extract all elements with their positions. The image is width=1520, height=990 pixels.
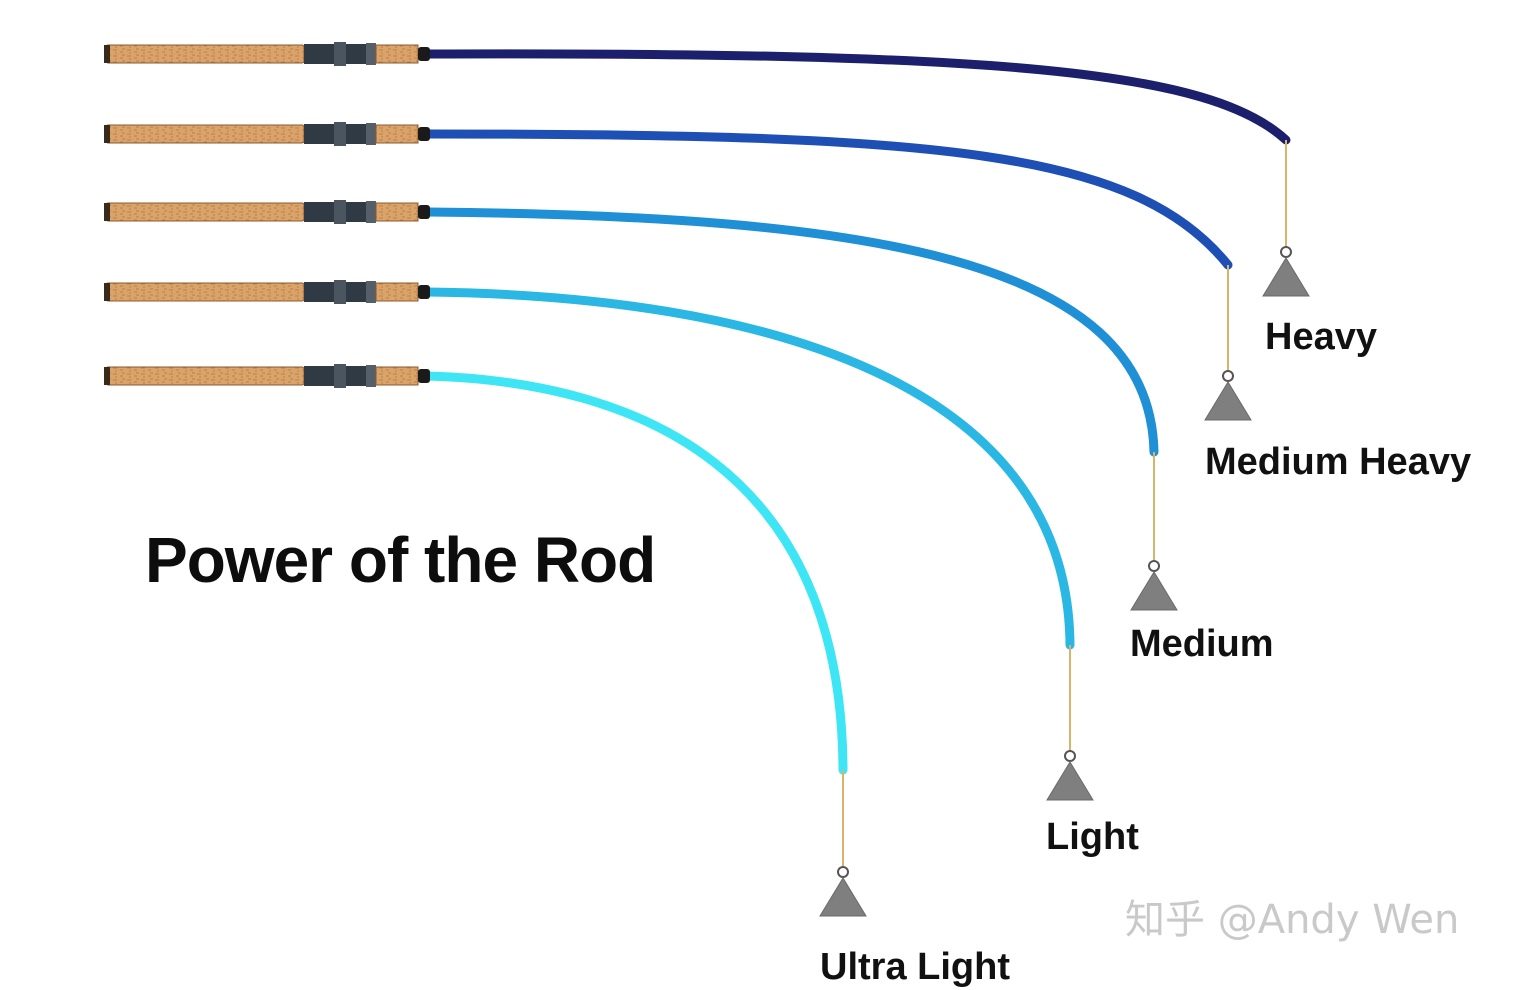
- rod-ultra-light: [104, 364, 867, 917]
- rod-fore-grip: [375, 366, 419, 386]
- rod-butt-cap: [104, 367, 110, 385]
- sinker-weight-icon: [1204, 381, 1252, 421]
- rod-blank-medium-heavy: [423, 129, 1233, 270]
- rod-heavy: [104, 42, 1310, 297]
- rod-reel-seat-hood: [334, 364, 346, 388]
- rod-winding-check: [418, 47, 430, 61]
- label-medium-heavy: Medium Heavy: [1205, 441, 1472, 483]
- rod-handle-grip: [105, 282, 305, 302]
- rod-blank-light: [423, 287, 1075, 650]
- rod-reel-seat-nut: [366, 281, 376, 303]
- rod-winding-check: [418, 205, 430, 219]
- rod-fore-grip: [375, 202, 419, 222]
- rod-reel-seat-nut: [366, 43, 376, 65]
- rod-reel-seat-nut: [366, 365, 376, 387]
- label-medium: Medium: [1130, 623, 1274, 665]
- rod-butt-cap: [104, 203, 110, 221]
- sinker-weight-icon: [1130, 571, 1178, 611]
- sinker-ring-icon: [1222, 370, 1234, 382]
- rod-medium-heavy: [104, 122, 1252, 421]
- label-light: Light: [1046, 816, 1139, 858]
- rod-reel-seat-nut: [366, 201, 376, 223]
- rod-handle-grip: [105, 202, 305, 222]
- sinker-weight-icon: [1262, 257, 1310, 297]
- rod-butt-cap: [104, 45, 110, 63]
- sinker-weight-icon: [819, 877, 867, 917]
- rod-reel-seat-hood: [334, 42, 346, 66]
- rod-reel-seat-hood: [334, 122, 346, 146]
- sinker-weight-icon: [1046, 761, 1094, 801]
- rod-reel-seat-nut: [366, 123, 376, 145]
- sinker-ring-icon: [1148, 560, 1160, 572]
- watermark: 知乎 @Andy Wen: [1125, 897, 1460, 943]
- rod-fore-grip: [375, 282, 419, 302]
- sinker-ring-icon: [1064, 750, 1076, 762]
- diagram-title: Power of the Rod: [145, 524, 656, 596]
- rod-blank-heavy: [423, 49, 1291, 145]
- label-ultra-light: Ultra Light: [820, 946, 1010, 988]
- rod-handle-grip: [105, 366, 305, 386]
- rod-handle-grip: [105, 124, 305, 144]
- rod-handle-grip: [105, 44, 305, 64]
- rod-winding-check: [418, 285, 430, 299]
- sinker-ring-icon: [837, 866, 849, 878]
- rod-blank-medium: [423, 207, 1159, 457]
- label-heavy: Heavy: [1265, 316, 1377, 358]
- rod-light: [104, 280, 1094, 801]
- sinker-ring-icon: [1280, 246, 1292, 258]
- rod-medium: [104, 200, 1178, 611]
- rod-winding-check: [418, 127, 430, 141]
- rod-butt-cap: [104, 283, 110, 301]
- rod-reel-seat-hood: [334, 280, 346, 304]
- rod-fore-grip: [375, 124, 419, 144]
- rod-butt-cap: [104, 125, 110, 143]
- rod-blank-ultra-light: [423, 371, 848, 775]
- rod-winding-check: [418, 369, 430, 383]
- rod-reel-seat-hood: [334, 200, 346, 224]
- rod-fore-grip: [375, 44, 419, 64]
